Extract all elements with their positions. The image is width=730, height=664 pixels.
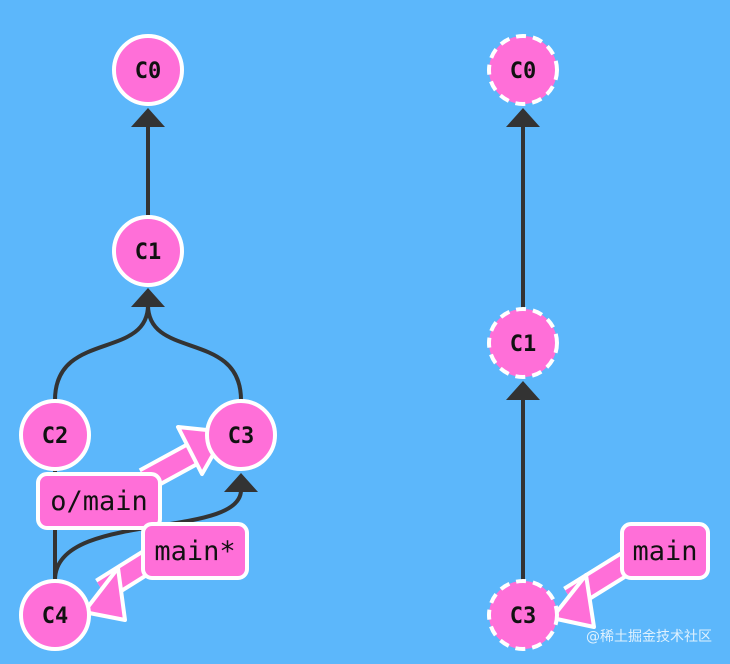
right-commits: C0 C1 C3 — [487, 34, 559, 651]
watermark: @稀土掘金技术社区 — [586, 629, 712, 645]
ref-o-main-label: o/main — [50, 486, 148, 517]
ref-main-star: main* — [82, 522, 249, 622]
right-graph: main C0 C1 C3 — [487, 34, 710, 651]
ref-main-star-arrow-shape — [82, 548, 157, 622]
ref-main-box — [620, 522, 710, 580]
right-arrowheads — [506, 108, 540, 400]
ref-main-arrow-shape — [550, 550, 635, 629]
right-commit-c0: C0 — [487, 34, 559, 106]
ref-main-star-label: main* — [154, 536, 235, 567]
right-commit-c1: C1 — [487, 307, 559, 379]
ref-o-main-box — [36, 472, 162, 530]
arrowhead-c1 — [131, 288, 165, 307]
svg-text:C0: C0 — [135, 59, 162, 84]
svg-text:C1: C1 — [135, 240, 162, 265]
svg-text:C3: C3 — [510, 604, 537, 629]
left-arrowheads — [131, 108, 258, 492]
commit-c0: C0 — [112, 34, 184, 106]
arrowhead-c0 — [131, 108, 165, 127]
svg-text:C2: C2 — [42, 424, 69, 449]
edge-c2-c1 — [53, 304, 150, 401]
arrowhead-rc1 — [506, 381, 540, 400]
commit-c3: C3 — [205, 399, 277, 471]
svg-text:C1: C1 — [510, 332, 537, 357]
right-commit-c3: C3 — [487, 579, 559, 651]
commit-c1: C1 — [112, 215, 184, 287]
svg-text:C3: C3 — [228, 424, 255, 449]
left-graph: o/main main* C0 C1 C2 — [19, 34, 277, 651]
commit-c2: C2 — [19, 399, 91, 471]
arrowhead-c3 — [224, 473, 258, 492]
ref-o-main: o/main — [36, 425, 228, 530]
svg-text:C4: C4 — [42, 604, 69, 629]
arrowhead-rc0 — [506, 108, 540, 127]
commit-c4: C4 — [19, 579, 91, 651]
svg-text:C0: C0 — [510, 59, 537, 84]
edge-c3-c1 — [146, 304, 243, 401]
ref-main-star-box — [141, 522, 249, 580]
ref-main: main — [550, 522, 710, 629]
left-commits: C0 C1 C2 C3 C4 — [19, 34, 277, 651]
ref-main-label: main — [632, 536, 697, 567]
